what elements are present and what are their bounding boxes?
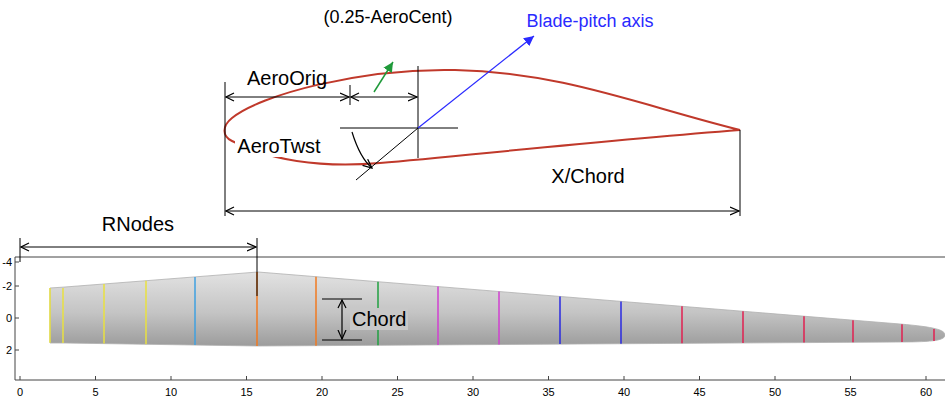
blade xyxy=(50,272,945,346)
station-line xyxy=(620,301,622,343)
station-line xyxy=(559,296,561,344)
tick-label: 2 xyxy=(6,344,12,356)
blade-station-lines xyxy=(50,272,934,346)
dimension-label: RNodes xyxy=(102,213,174,235)
angle-label: AeroTwst xyxy=(235,135,322,157)
station-line xyxy=(315,277,317,346)
station-line xyxy=(742,311,744,343)
tick xyxy=(322,376,323,380)
tick-label: 55 xyxy=(844,386,856,398)
station-line xyxy=(933,329,935,341)
tick xyxy=(926,376,927,380)
station-line xyxy=(194,277,196,345)
station-line xyxy=(103,284,105,344)
tick-label: 60 xyxy=(920,386,932,398)
tick-label: 0 xyxy=(17,386,23,398)
station-line xyxy=(498,292,500,345)
station-line xyxy=(901,324,903,342)
tick-label: 30 xyxy=(467,386,479,398)
tick-label: -4 xyxy=(2,256,12,268)
tick xyxy=(20,376,21,380)
tick-label: 5 xyxy=(92,386,98,398)
rnodes-dimension xyxy=(20,238,257,296)
tick xyxy=(15,286,19,287)
tick-label: 45 xyxy=(693,386,705,398)
tick-label: 0 xyxy=(6,312,12,324)
station-line xyxy=(145,281,147,345)
tick xyxy=(473,376,474,380)
tick xyxy=(171,376,172,380)
chart-axes xyxy=(15,257,945,380)
tick-label: 25 xyxy=(391,386,403,398)
offset-label: (0.25-AeroCent) xyxy=(323,8,452,28)
axis-label: Blade-pitch axis xyxy=(526,12,653,32)
tick xyxy=(624,376,625,380)
tick xyxy=(548,376,549,380)
airfoil xyxy=(225,36,741,216)
station-line xyxy=(437,287,439,345)
tick-label: 15 xyxy=(240,386,252,398)
station-line xyxy=(49,288,51,343)
tick-label: 20 xyxy=(316,386,328,398)
station-line xyxy=(803,316,805,342)
tick-label: -2 xyxy=(2,280,12,292)
tick xyxy=(397,376,398,380)
tick xyxy=(850,376,851,380)
tick-label: 35 xyxy=(542,386,554,398)
tick xyxy=(95,376,96,380)
station-line xyxy=(681,306,683,343)
tick xyxy=(15,262,19,263)
tick-label: 50 xyxy=(769,386,781,398)
station-line xyxy=(62,288,64,343)
tick-label: 10 xyxy=(165,386,177,398)
tick-label: 40 xyxy=(618,386,630,398)
dimension-label: X/Chord xyxy=(551,165,624,187)
tick xyxy=(246,376,247,380)
station-line xyxy=(852,320,854,342)
dimension-label: Chord xyxy=(350,308,408,330)
tick xyxy=(15,350,19,351)
tick xyxy=(699,376,700,380)
tick xyxy=(775,376,776,380)
tick xyxy=(15,318,19,319)
dimension-label: AeroOrig xyxy=(247,67,327,89)
